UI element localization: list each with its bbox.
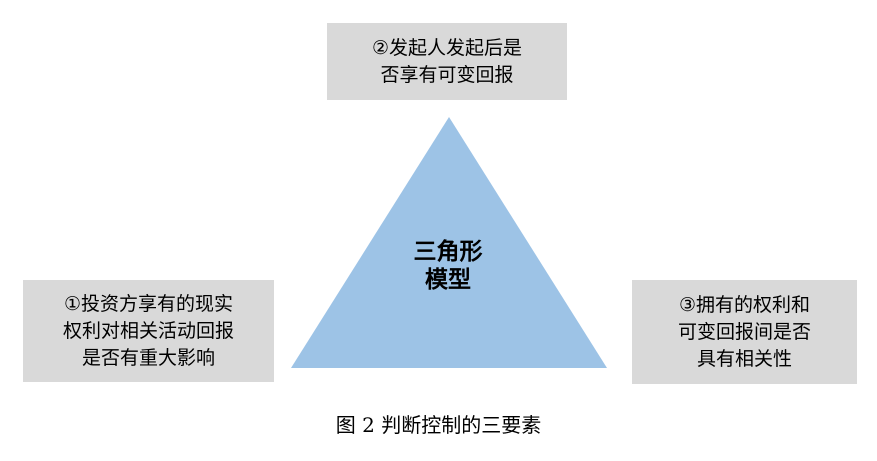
element-box-right: ③拥有的权利和 可变回报间是否 具有相关性: [632, 280, 857, 384]
left-box-line-2: 权利对相关活动回报: [62, 319, 234, 342]
right-box-line-3: 具有相关性: [696, 347, 792, 370]
left-box-line-1: ①投资方享有的现实: [63, 292, 234, 315]
center-label-line-2: 模型: [425, 267, 471, 293]
top-box-line-2: 否享有可变回报: [380, 63, 514, 86]
right-box-line-2: 可变回报间是否: [677, 320, 811, 343]
element-box-left: ①投资方享有的现实 权利对相关活动回报 是否有重大影响: [23, 280, 274, 382]
element-box-top: ②发起人发起后是 否享有可变回报: [327, 23, 567, 100]
top-box-line-1: ②发起人发起后是: [371, 36, 523, 59]
right-box-line-1: ③拥有的权利和: [678, 293, 811, 316]
triangle: [291, 117, 607, 368]
left-box-line-3: 是否有重大影响: [81, 346, 215, 369]
figure-caption: 图 2 判断控制的三要素: [335, 413, 542, 437]
center-label-line-1: 三角形: [413, 239, 483, 265]
center-label: 三角形 模型: [388, 238, 508, 294]
